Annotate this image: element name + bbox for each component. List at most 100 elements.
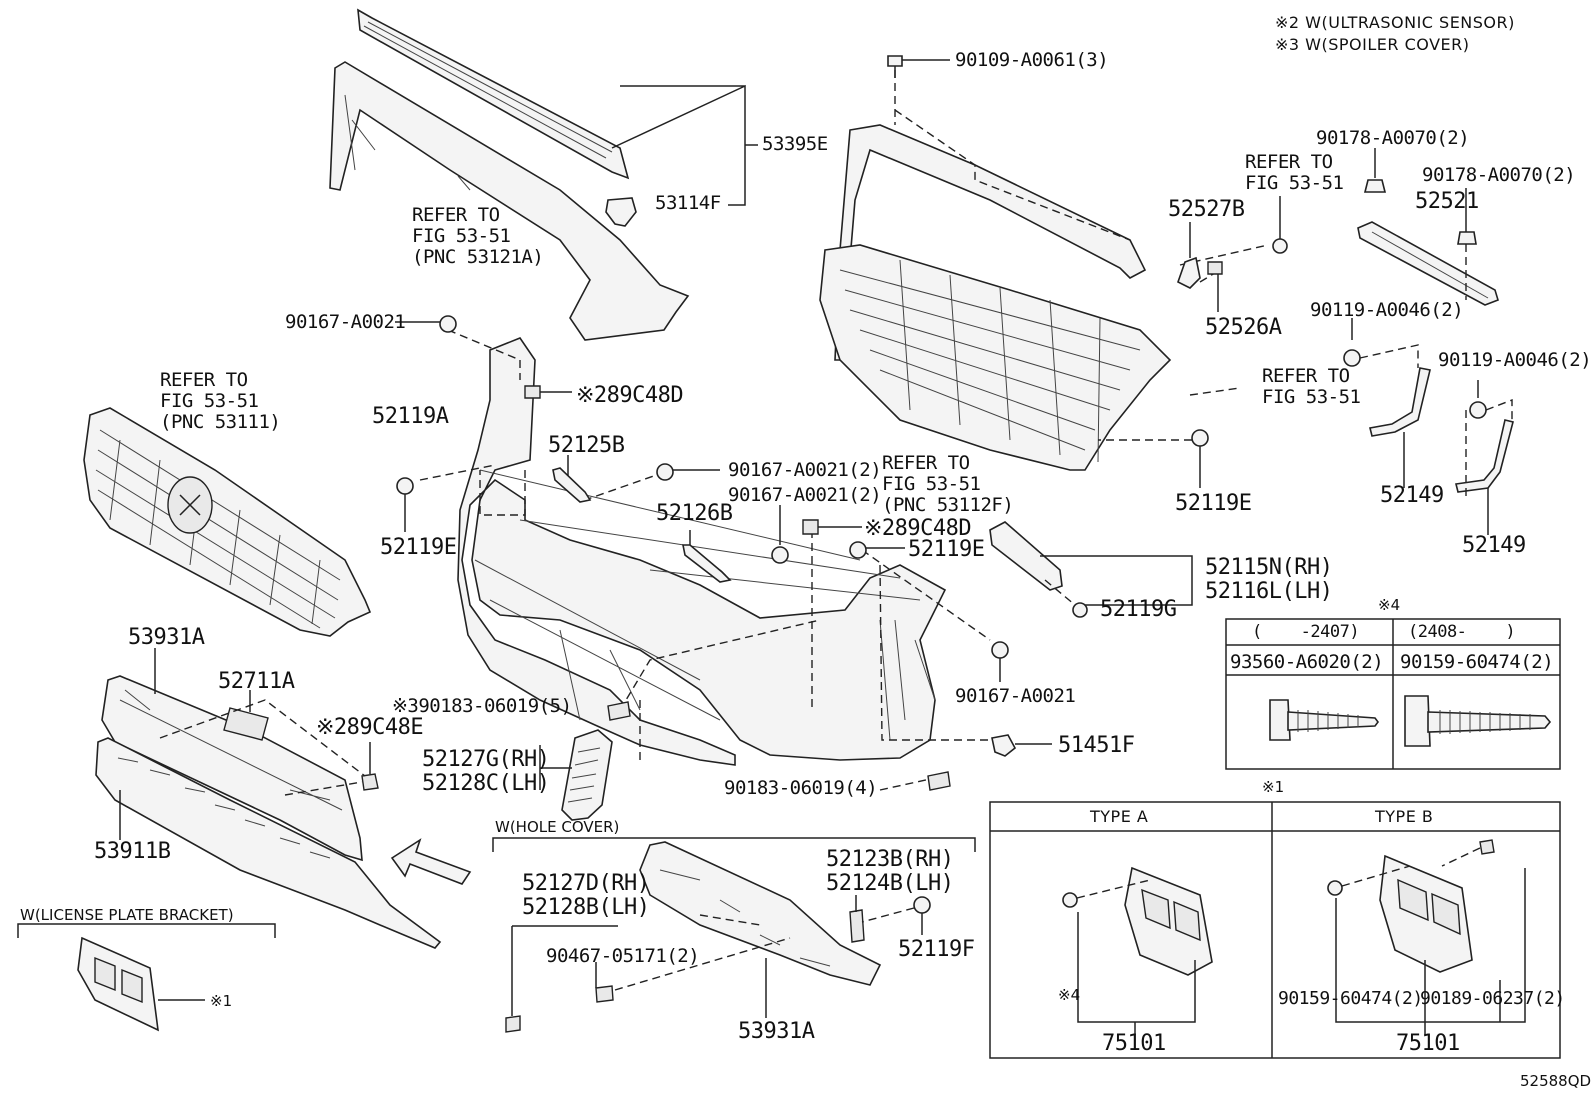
front-grille-drawing	[83, 407, 372, 637]
type-a-header: TYPE A	[1090, 807, 1149, 826]
part-label-52711A: 52711A	[218, 669, 295, 694]
diagram-code: 52588QD	[1520, 1072, 1592, 1090]
part-label-52527B: 52527B	[1168, 197, 1245, 222]
part-label-52526A: 52526A	[1205, 315, 1282, 340]
fastener-table-header-late: (2408- )	[1408, 622, 1516, 642]
refer-label-53121A: REFER TO FIG 53-51 (PNC 53121A)	[412, 204, 544, 268]
clip-89C48D-b-drawing	[802, 519, 862, 535]
clip-53114F-drawing	[605, 197, 637, 227]
bracket-52123B-drawing	[849, 895, 865, 943]
refer-label-b: REFER TO FIG 53-51	[1262, 365, 1361, 408]
part-label-53931A-bottom: 53931A	[738, 1019, 815, 1044]
bumper-cover-drawing	[457, 337, 947, 766]
bolt-52119F-drawing	[861, 896, 931, 935]
part-label-53395E: 53395E	[762, 133, 828, 155]
screw-90159-drawing	[1404, 695, 1552, 747]
clip-89C48E-drawing	[361, 742, 379, 791]
brace-52149b-drawing	[1455, 419, 1514, 535]
bolt-52119E-left-drawing	[396, 477, 414, 532]
refer-label-53112F: REFER TO FIG 53-51 (PNC 53112F)	[882, 452, 1014, 516]
part-label-52125B: 52125B	[548, 433, 625, 458]
type-a-bracket-drawing	[1062, 866, 1213, 1035]
license-plate-note-ref: ※1	[210, 992, 233, 1010]
bracket-52527B-drawing	[1177, 222, 1201, 289]
type-a-part-75101: 75101	[1102, 1031, 1166, 1056]
bolt-52119E-mid-drawing	[849, 541, 905, 559]
clip-90183-4-drawing	[927, 771, 951, 791]
part-label-90119-A0046-b: 90119-A0046(2)	[1438, 349, 1592, 371]
license-plate-bracket-drawing	[77, 936, 205, 1032]
clip-90467-drawing	[505, 925, 618, 1033]
type-b-bracket-drawing	[1327, 839, 1526, 1035]
rod-52125B-drawing	[552, 455, 592, 503]
bolt-90167-mid-drawing	[991, 641, 1009, 682]
note-spoiler-cover: ※3 W(SPOILER COVER)	[1275, 35, 1470, 54]
part-label-53114F: 53114F	[655, 192, 721, 214]
fastener-table-header-early: ( -2407)	[1252, 622, 1360, 642]
part-label-52119A: 52119A	[372, 404, 449, 429]
note-ultrasonic-sensor: ※2 W(ULTRASONIC SENSOR)	[1275, 13, 1515, 32]
bolt-90167-2a-drawing	[656, 463, 720, 481]
clip-89C48D-a-drawing	[524, 385, 572, 399]
part-label-89C48D-b: ※289C48D	[864, 516, 972, 541]
part-label-52119E-mid: 52119E	[908, 537, 985, 562]
part-label-52128C: 52128C(LH)	[422, 771, 550, 796]
bolt-90167-top-drawing	[395, 315, 457, 333]
part-label-52521: 52521	[1415, 189, 1479, 214]
rod-52126B-drawing	[682, 530, 732, 583]
part-label-90167-A0021-top: 90167-A0021	[285, 311, 406, 333]
part-label-90178-A0070-a: 90178-A0070(2)	[1316, 127, 1470, 149]
part-label-90178-A0070-b: 90178-A0070(2)	[1422, 164, 1576, 186]
type-table-frame	[989, 801, 1561, 1059]
spoiler-strip-drawing	[357, 8, 630, 180]
license-plate-group-label: W(LICENSE PLATE BRACKET)	[20, 906, 234, 924]
fastener-part-93560: 93560-A6020(2)	[1230, 651, 1384, 673]
part-label-52149-a: 52149	[1380, 483, 1444, 508]
part-label-53931A-left: 53931A	[128, 625, 205, 650]
part-label-89C48E: ※289C48E	[316, 715, 424, 740]
part-label-51451F: 51451F	[1058, 733, 1135, 758]
bracket-52115N-drawing	[989, 521, 1193, 618]
part-label-52149-b: 52149	[1462, 533, 1526, 558]
part-label-52116L: 52116L(LH)	[1205, 579, 1333, 604]
part-label-52128B: 52128B(LH)	[522, 895, 650, 920]
part-label-89C48D-a: ※289C48D	[576, 383, 684, 408]
bolt-52119E-right-drawing	[1098, 429, 1209, 488]
hole-cover-group-label: W(HOLE COVER)	[495, 818, 620, 836]
radiator-support-drawing	[819, 124, 1172, 471]
refer-label-53111: REFER TO FIG 53-51 (PNC 53111)	[160, 369, 281, 433]
part-label-52126B: 52126B	[656, 501, 733, 526]
type-a-note-ref: ※4	[1058, 986, 1081, 1004]
screw-93560-drawing	[1269, 699, 1379, 741]
type-b-part-90159: 90159-60474(2)	[1278, 988, 1423, 1009]
part-label-90183-06019-4: 90183-06019(4)	[724, 777, 878, 799]
direction-arrow	[390, 838, 472, 885]
part-label-90167-A0021-mid: 90167-A0021	[955, 685, 1076, 707]
type-b-header: TYPE B	[1375, 807, 1434, 826]
bar-52521-drawing	[1357, 221, 1499, 306]
part-label-52119E-right: 52119E	[1175, 491, 1252, 516]
nut-90178b-drawing	[1457, 188, 1477, 300]
part-label-90167-A0021-2a: 90167-A0021(2)	[728, 459, 882, 481]
type-b-part-75101: 75101	[1396, 1031, 1460, 1056]
part-label-53911B: 53911B	[94, 839, 171, 864]
part-label-90109-A0061: 90109-A0061(3)	[955, 49, 1109, 71]
side-cover-52127G-drawing	[539, 729, 613, 821]
clip-90183-5-drawing	[607, 701, 631, 721]
clip-52526A-drawing	[1207, 261, 1223, 312]
bolt-90109-drawing	[887, 55, 950, 78]
part-label-90183-06019-5: ※390183-06019(5)	[392, 695, 572, 717]
fastener-table-frame	[1225, 618, 1561, 770]
refer-label-a: REFER TO FIG 53-51	[1245, 151, 1344, 194]
part-label-90467-05171: 90467-05171(2)	[546, 945, 700, 967]
part-label-52119G: 52119G	[1100, 597, 1177, 622]
bolt-top-right-drawing	[1272, 196, 1288, 254]
clip-51451F-drawing	[991, 734, 1052, 757]
part-label-52123B: 52123B(RH)	[826, 847, 954, 872]
brace-52149a-drawing	[1369, 367, 1431, 488]
part-label-52119E-left: 52119E	[380, 535, 457, 560]
part-label-52124B: 52124B(LH)	[826, 871, 954, 896]
bolt-90167-2b-drawing	[771, 505, 789, 564]
